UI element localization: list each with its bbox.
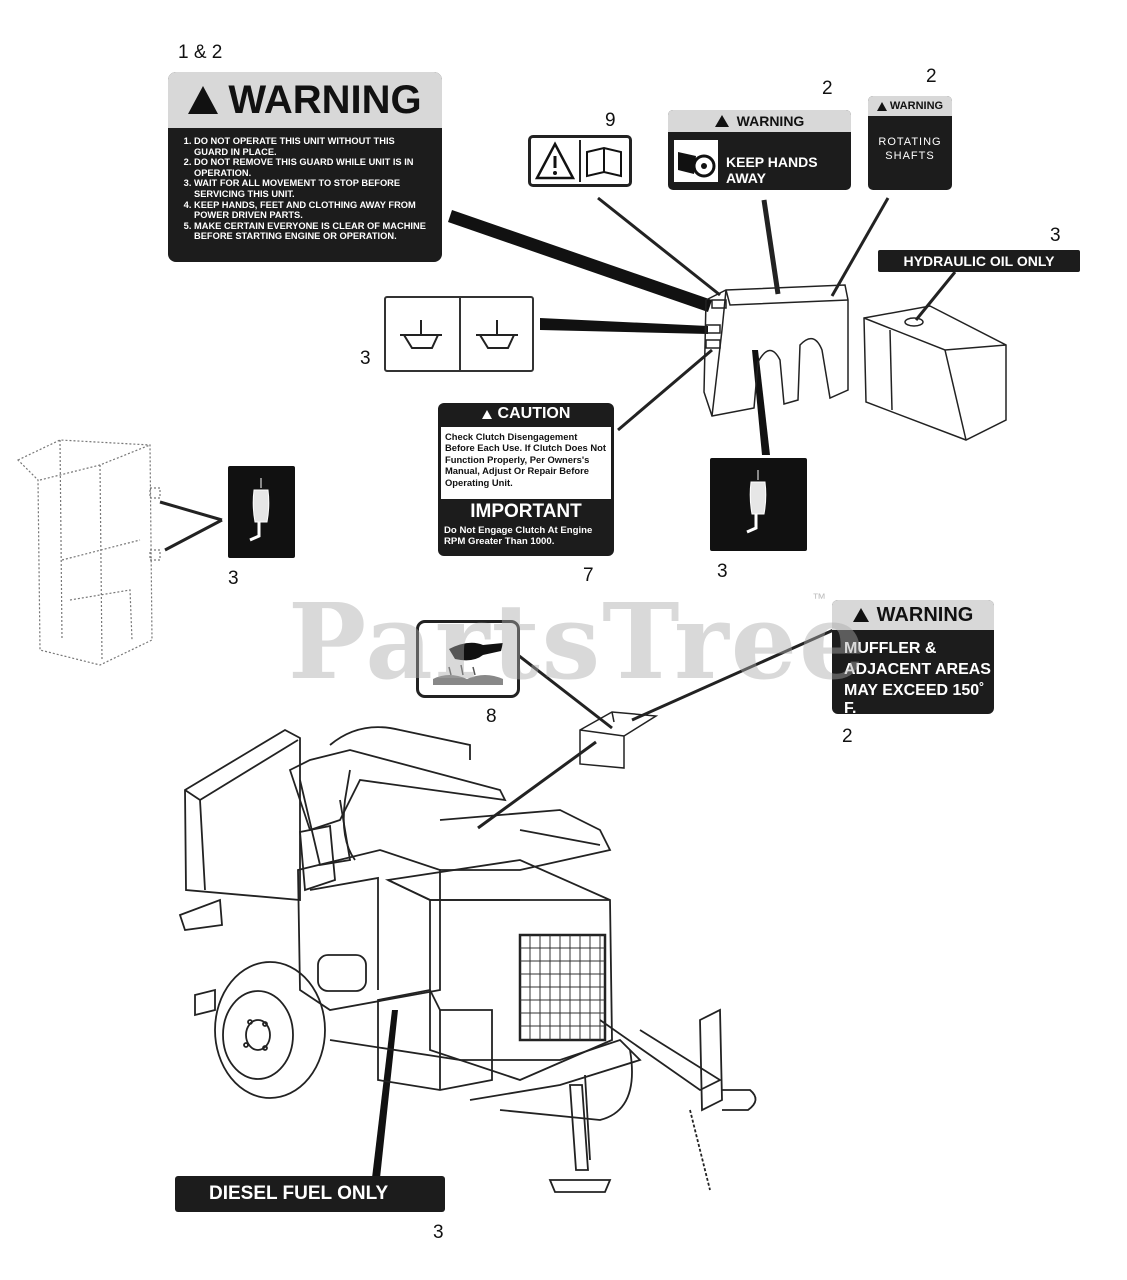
hand-entanglement-icon [674, 140, 718, 182]
wood-chipper-machine [178, 726, 757, 1193]
hydraulic-oil-decal: HYDRAULIC OIL ONLY [878, 250, 1080, 272]
leader-muffler [631, 626, 839, 722]
leader-burn [504, 643, 613, 730]
caution-heading: CAUTION [497, 405, 571, 422]
read-manual-decal [528, 135, 632, 187]
callout-7: 7 [583, 565, 594, 586]
leader-keep-hands [761, 199, 781, 295]
mid-pictogram-decal [710, 458, 807, 551]
muffler-shield [579, 711, 659, 769]
rotating-shafts-decal: WARNING ROTATING SHAFTS [868, 96, 952, 190]
main-warning-decal: WARNING DO NOT OPERATE THIS UNIT WITHOUT… [168, 72, 442, 262]
warning-rule: DO NOT OPERATE THIS UNIT WITHOUT THIS GU… [194, 136, 430, 157]
keep-hands-text: KEEP HANDS AWAY [726, 154, 818, 186]
warning-heading: WARNING [228, 77, 422, 122]
callout-3-hydraulic: 3 [1050, 225, 1061, 246]
caution-triangle-icon [481, 409, 492, 419]
leader-main-warning [448, 210, 712, 312]
callout-2-muffler: 2 [842, 726, 853, 747]
callout-2-rotating: 2 [926, 66, 937, 87]
important-heading: IMPORTANT [470, 501, 582, 522]
leader-hydraulic [914, 271, 957, 321]
left-frame-view [16, 439, 161, 666]
warning-heading: WARNING [736, 113, 805, 129]
callout-3-bracket: 3 [360, 348, 371, 369]
warning-rule: MAKE CERTAIN EVERYONE IS CLEAR OF MACHIN… [194, 221, 430, 242]
read-manual-icons [534, 140, 622, 182]
hydraulic-tank [863, 305, 1007, 441]
muffler-line-3: MAY EXCEED 150˚ F. [844, 682, 985, 717]
caution-body: Check Clutch Disengagement Before Each U… [441, 427, 611, 499]
warning-heading: WARNING [876, 603, 974, 626]
warning-rule: DO NOT REMOVE THIS GUARD WHILE UNIT IS I… [194, 157, 430, 178]
callout-3-diesel: 3 [433, 1222, 444, 1243]
warning-header: WARNING [668, 110, 851, 132]
leader-left-2 [164, 518, 223, 552]
warning-heading: WARNING [889, 100, 944, 112]
filter-icon [249, 478, 270, 542]
rotating-line-1: ROTATING [878, 136, 942, 148]
warning-header: WARNING [868, 96, 952, 116]
callout-3-mid: 3 [717, 561, 728, 582]
filter-icon [746, 470, 767, 534]
warning-rules-list: DO NOT OPERATE THIS UNIT WITHOUT THIS GU… [176, 136, 430, 242]
diesel-fuel-decal: DIESEL FUEL ONLY [175, 1176, 445, 1212]
leader-bracket [540, 318, 708, 334]
keep-hands-away-decal: WARNING KEEP HANDS AWAY [668, 110, 851, 190]
callout-3-left: 3 [228, 568, 239, 589]
warning-triangle-icon [188, 86, 219, 114]
leader-diesel [372, 1010, 398, 1178]
caution-text: Check Clutch Disengagement Before Each U… [445, 431, 606, 488]
bracket-adjust-decal [384, 296, 534, 372]
caution-important-decal: CAUTION Check Clutch Disengagement Befor… [438, 403, 614, 556]
callout-1-2: 1 & 2 [178, 42, 223, 63]
callout-8: 8 [486, 706, 497, 727]
guard-assembly [703, 284, 849, 417]
bracket-divider [459, 298, 461, 370]
muffler-line-2: ADJACENT AREAS [844, 661, 991, 678]
callout-2-keep-hands: 2 [822, 78, 833, 99]
bracket-adjust-icons [400, 320, 518, 349]
muffler-line-1: MUFFLER & [844, 640, 937, 657]
hot-surface-icon [433, 642, 503, 685]
leader-9 [597, 196, 721, 297]
leader-caution [617, 348, 713, 432]
important-text: Do Not Engage Clutch At Engine RPM Great… [444, 525, 593, 547]
callout-9: 9 [605, 110, 616, 131]
caution-header: CAUTION [438, 403, 614, 425]
leader-rotating [830, 197, 890, 297]
warning-rule: KEEP HANDS, FEET AND CLOTHING AWAY FROM … [194, 200, 430, 221]
muffler-warning-decal: WARNING MUFFLER & ADJACENT AREAS MAY EXC… [832, 600, 994, 717]
leader-left-1 [159, 500, 223, 522]
left-pictogram-decal [228, 466, 295, 558]
warning-header: WARNING [832, 600, 994, 630]
warning-header: WARNING [168, 72, 442, 128]
warning-triangle-icon [852, 608, 869, 622]
partstree-watermark: PartsTree [288, 580, 868, 703]
hot-surface-decal [416, 620, 520, 698]
rotating-line-2: SHAFTS [885, 150, 935, 162]
diesel-fuel-text: DIESEL FUEL ONLY [209, 1183, 389, 1204]
warning-triangle-icon [714, 115, 729, 127]
warning-rule: WAIT FOR ALL MOVEMENT TO STOP BEFORE SER… [194, 178, 430, 199]
warning-triangle-icon [876, 101, 887, 111]
leader-fuel [477, 740, 597, 830]
trademark-symbol: ™ [812, 590, 826, 606]
hydraulic-oil-text: HYDRAULIC OIL ONLY [903, 253, 1055, 269]
